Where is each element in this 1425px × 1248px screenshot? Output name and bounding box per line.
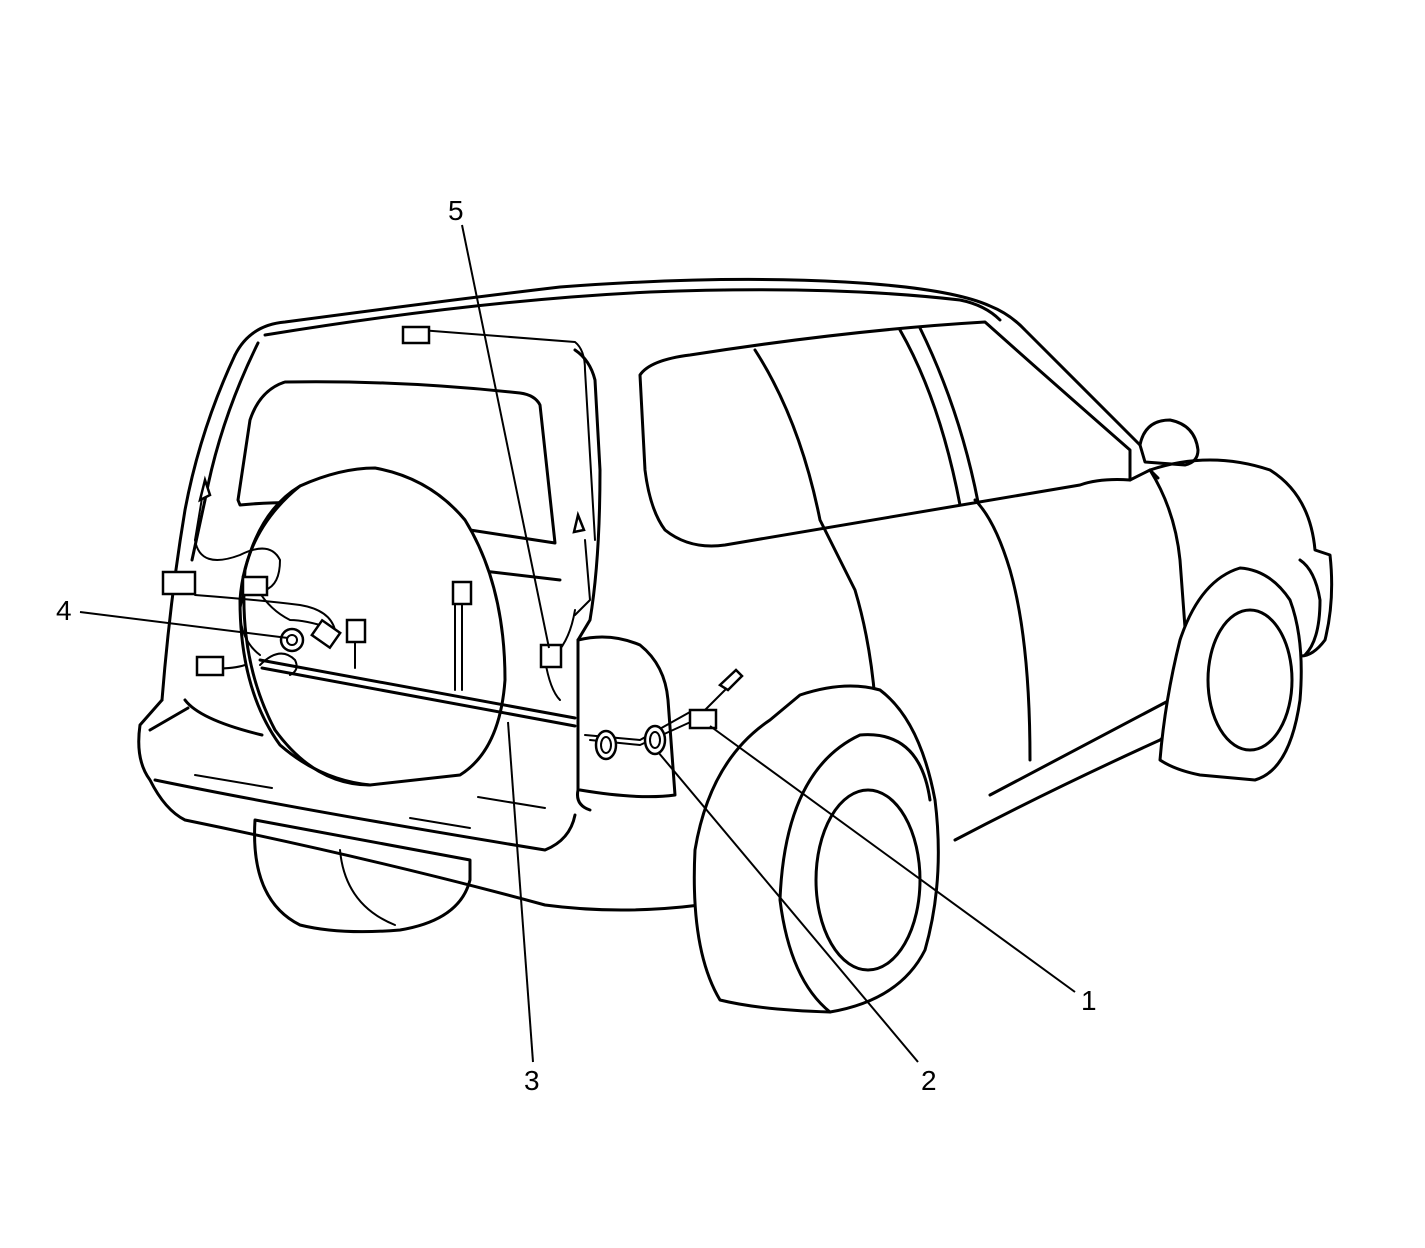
leader-2 (657, 751, 919, 1063)
connector-hatch-center (451, 580, 473, 606)
callout-leaders (79, 224, 1076, 1063)
leader-4 (79, 611, 289, 639)
callout-5: 5 (448, 195, 464, 226)
leader-1 (709, 725, 1076, 993)
connector-side-tip (572, 510, 586, 534)
connector-hatch-tip (198, 475, 212, 503)
vehicle-body (137, 277, 1334, 912)
connectors (161, 325, 744, 730)
callout-2: 2 (921, 1065, 937, 1096)
connector-hatch-upper (241, 575, 269, 597)
connector-spare-bracket (310, 618, 342, 650)
spare-tire (238, 466, 507, 787)
callout-4: 4 (56, 595, 72, 626)
leader-5 (461, 224, 550, 649)
connector-hatch-left (161, 570, 197, 596)
connector-5 (539, 643, 563, 669)
connector-spare-center (345, 618, 367, 644)
front-right-tire (1158, 566, 1303, 782)
rear-window (236, 380, 557, 545)
grommets (279, 627, 667, 761)
callout-1: 1 (1081, 985, 1097, 1016)
callout-3: 3 (524, 1065, 540, 1096)
connector-side-end (717, 668, 744, 692)
leader-3 (507, 721, 534, 1063)
connector-roof (401, 325, 431, 345)
rear-right-tire (692, 684, 940, 1014)
grommet-4 (279, 627, 305, 653)
grommet-2 (643, 724, 667, 756)
callout-labels: 1 2 3 4 5 (56, 195, 1097, 1096)
connector-1 (688, 708, 718, 730)
connector-hatch-lower (195, 655, 225, 677)
grommet-rear (594, 729, 618, 761)
